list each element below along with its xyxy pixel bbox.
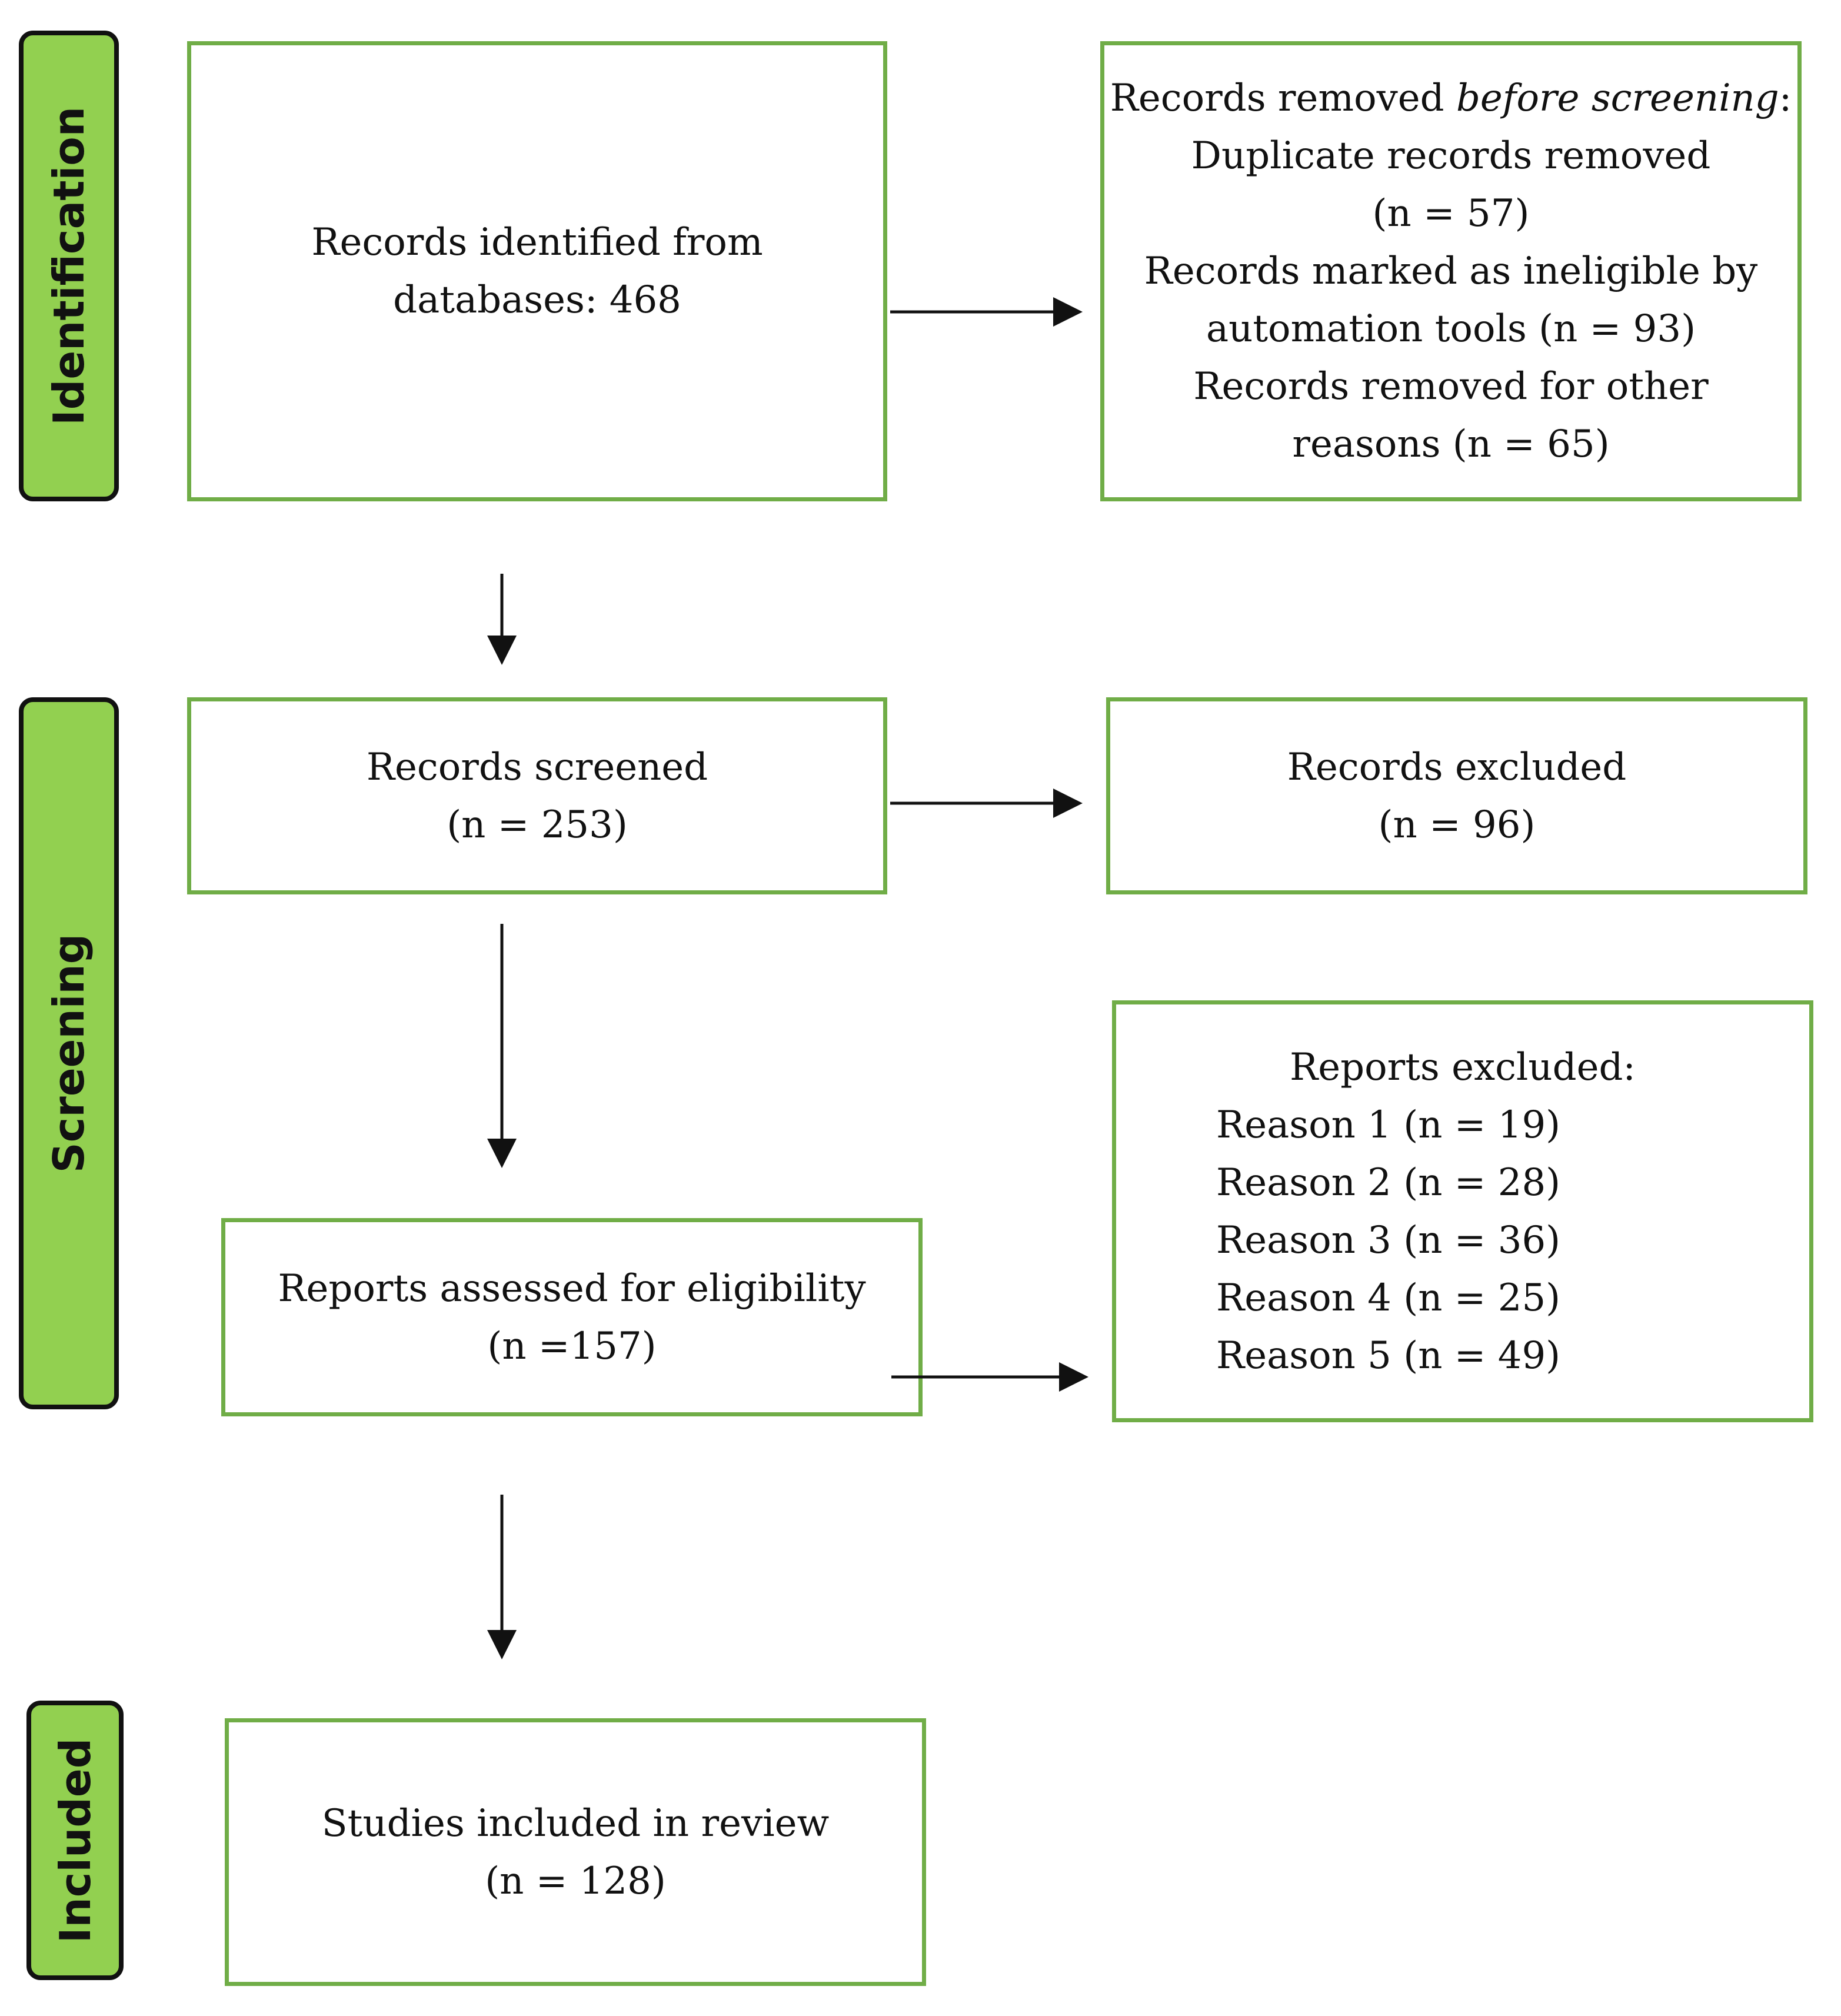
box-reports-assessed: Reports assessed for eligibility (n =157… [221,1218,923,1416]
box-reports-excluded: Reports excluded: Reason 1 (n = 19) Reas… [1112,1000,1813,1422]
box-records-removed: Records removed before screening: Duplic… [1100,41,1802,501]
records-removed-line2: Duplicate records removed [1191,134,1711,178]
box-records-screened: Records screened (n = 253) [187,697,887,894]
records-identified-line2: databases: 468 [393,278,681,322]
phase-screening: Screening [19,697,119,1409]
records-removed-heading-pre: Records removed [1110,76,1456,120]
box-studies-included: Studies included in review (n = 128) [225,1718,926,1986]
reports-excluded-reason-4: Reason 4 (n = 25) [1216,1276,1561,1320]
reports-assessed-line1: Reports assessed for eligibility [278,1266,866,1310]
studies-included-line2: (n = 128) [485,1859,666,1903]
phase-screening-label: Screening [44,933,94,1173]
reports-assessed-line2: (n =157) [487,1324,657,1368]
phase-identification: Identification [19,31,119,501]
reports-excluded-reason-1: Reason 1 (n = 19) [1216,1103,1561,1147]
records-screened-line1: Records screened [366,745,708,789]
reports-excluded-reason-5: Reason 5 (n = 49) [1216,1333,1561,1378]
box-records-excluded: Records excluded (n = 96) [1106,697,1807,894]
phase-included: Included [26,1701,124,1980]
records-removed-line5: automation tools (n = 93) [1206,307,1696,351]
phase-identification-label: Identification [44,107,94,425]
records-excluded-line1: Records excluded [1287,745,1627,789]
reports-excluded-reason-list: Reason 1 (n = 19) Reason 2 (n = 28) Reas… [1216,1096,1560,1385]
studies-included-line1: Studies included in review [321,1801,830,1845]
records-removed-line4: Records marked as ineligible by [1144,249,1758,293]
reports-excluded-title: Reports excluded: [1290,1045,1636,1089]
records-removed-heading-post: : [1779,76,1792,120]
records-removed-heading-italic: before screening [1456,76,1779,120]
records-screened-line2: (n = 253) [447,803,628,847]
box-records-identified: Records identified from databases: 468 [187,41,887,501]
records-removed-line6: Records removed for other [1193,365,1709,408]
records-identified-line1: Records identified from [311,221,763,264]
reports-excluded-reason-2: Reason 2 (n = 28) [1216,1160,1561,1205]
records-removed-line3: (n = 57) [1372,192,1530,235]
records-removed-heading: Records removed before screening: [1110,69,1792,127]
records-removed-line7: reasons (n = 65) [1292,423,1610,466]
phase-included-label: Included [50,1738,100,1943]
reports-excluded-reason-3: Reason 3 (n = 36) [1216,1218,1561,1262]
records-excluded-line2: (n = 96) [1378,803,1536,847]
